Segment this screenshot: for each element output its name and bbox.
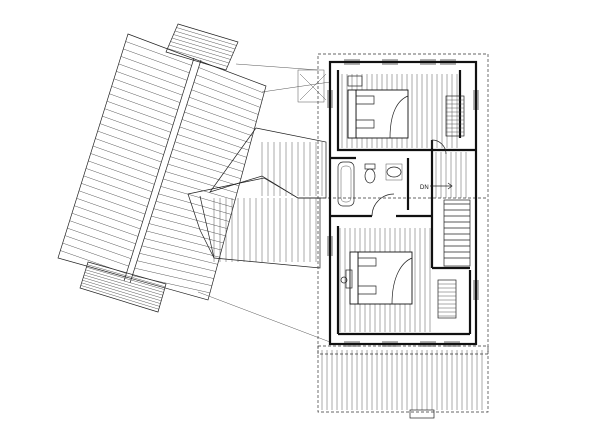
porch (317, 345, 489, 419)
closet-lower (437, 279, 457, 319)
roof-plan (57, 23, 331, 343)
bed-lower (340, 251, 413, 305)
bed-upper (347, 75, 409, 139)
closet-upper (445, 95, 465, 137)
upper-floor-plan: DN (317, 53, 489, 419)
stair: DN (420, 182, 471, 267)
bathroom (337, 139, 447, 217)
stair-direction-label: DN (420, 185, 429, 191)
